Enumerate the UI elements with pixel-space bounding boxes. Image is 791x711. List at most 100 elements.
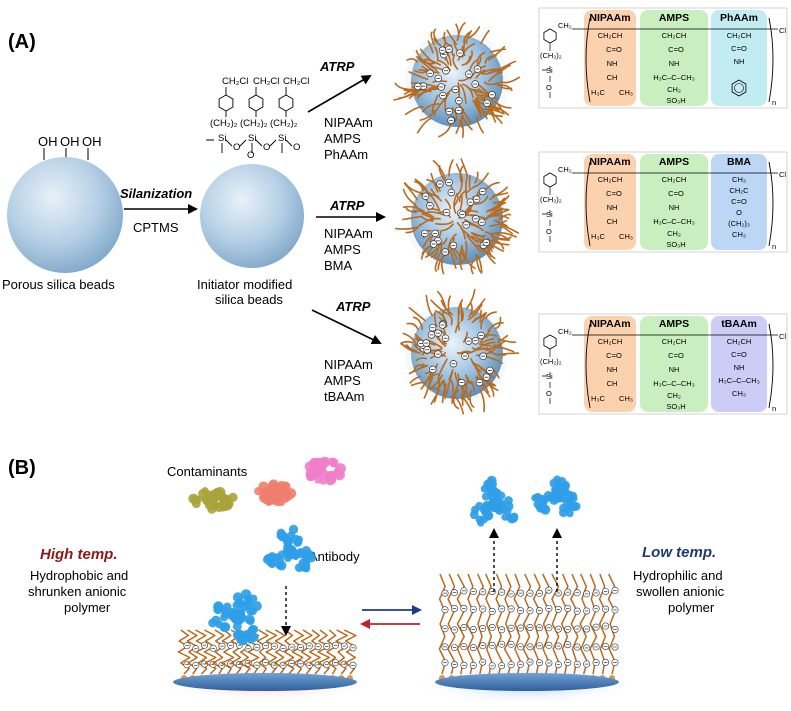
svg-text:CH₂: CH₂ [667,229,681,238]
svg-text:O: O [546,389,552,398]
svg-text:H₃C: H₃C [591,232,605,241]
svg-text:CH₂CH: CH₂CH [662,175,687,184]
svg-text:Si: Si [248,133,256,144]
svg-text:Cl: Cl [779,170,786,179]
svg-text:O: O [546,227,552,236]
svg-text:OH: OH [60,134,80,149]
svg-text:CH₃: CH₃ [732,389,746,398]
svg-text:AMPS: AMPS [324,131,361,146]
svg-text:CH: CH [607,217,618,226]
svg-text:(CH₂)₂: (CH₂)₂ [540,357,562,366]
high-temp-text: High temp. Hydrophobic and shrunken anio… [28,546,128,615]
svg-text:BMA: BMA [324,258,353,273]
svg-text:polymer: polymer [64,600,111,615]
svg-text:shrunken anionic: shrunken anionic [28,584,127,599]
svg-text:NH: NH [669,59,680,68]
svg-text:CH₃: CH₃ [732,175,746,184]
svg-text:CH: CH [607,73,618,82]
svg-text:n: n [772,98,776,107]
svg-text:n: n [772,242,776,251]
svg-text:NH: NH [607,365,618,374]
svg-text:C=O: C=O [606,45,622,54]
grafted-bead-2 [395,158,519,275]
svg-text:PhAAm: PhAAm [720,12,758,24]
svg-text:C=O: C=O [606,351,622,360]
svg-text:CH₂: CH₂ [558,327,572,336]
svg-text:NIPAAm: NIPAAm [324,226,373,241]
antibody-bound [208,589,262,646]
svg-text:(CH₂)₂: (CH₂)₂ [540,195,562,204]
svg-text:CH₃: CH₃ [619,88,633,97]
svg-text:H₃C–C–CH₃: H₃C–C–CH₃ [653,73,695,82]
svg-text:Hydrophobic and: Hydrophobic and [30,568,128,583]
svg-text:(CH₂)₂: (CH₂)₂ [240,118,268,129]
svg-text:CH₂CH: CH₂CH [598,175,623,184]
svg-text:H₃C–C–CH₃: H₃C–C–CH₃ [653,379,695,388]
svg-text:H₃C–C–CH₃: H₃C–C–CH₃ [653,217,695,226]
svg-text:ATRP: ATRP [329,198,365,213]
svg-text:NIPAAm: NIPAAm [589,156,630,168]
svg-text:BMA: BMA [727,156,751,168]
svg-text:NIPAAm: NIPAAm [589,12,630,24]
svg-text:NH: NH [669,203,680,212]
svg-text:CH₂CH: CH₂CH [727,337,752,346]
svg-text:Si: Si [278,133,286,144]
route-2-text: ATRP NIPAAm AMPS BMA [324,198,373,273]
svg-text:ATRP: ATRP [319,59,355,74]
bead2-label-line1: Initiator modified [197,277,292,292]
svg-text:PhAAm: PhAAm [324,147,368,162]
svg-text:CH₂: CH₂ [558,21,572,30]
svg-text:(CH₂)₂: (CH₂)₂ [540,51,562,60]
svg-text:C=O: C=O [668,351,684,360]
svg-text:H₃C: H₃C [591,88,605,97]
atrp-arrow-3 [311,309,382,345]
svg-text:C=O: C=O [668,45,684,54]
svg-text:Hydrophilic and: Hydrophilic and [633,568,723,583]
svg-text:CH₂: CH₂ [667,391,681,400]
svg-text:NIPAAm: NIPAAm [324,357,373,372]
svg-text:OH: OH [82,134,102,149]
svg-text:Si: Si [546,210,553,219]
route-3-text: ATRP NIPAAm AMPS tBAAm [324,299,373,404]
svg-text:Low temp.: Low temp. [642,544,716,561]
svg-text:O: O [546,83,552,92]
antibody-label: Antibody [309,549,360,564]
low-temp-text: Low temp. Hydrophilic and swollen anioni… [633,544,725,615]
svg-text:O: O [293,142,300,153]
svg-text:O: O [233,142,240,153]
svg-text:CH₃: CH₃ [619,232,633,241]
swollen-polymer-brush [438,573,619,681]
svg-text:polymer: polymer [668,600,715,615]
svg-text:AMPS: AMPS [324,242,361,257]
svg-text:Cl: Cl [779,26,786,35]
svg-text:CH₂Cl: CH₂Cl [283,76,309,87]
silanization-label: Silanization [120,186,192,201]
contaminant-protein-pink [304,456,346,486]
svg-text:C=O: C=O [731,350,747,359]
initiator-structure: CH₂Cl CH₂Cl CH₂Cl (CH₂)₂ (CH₂)₂ (CH₂)₂ S… [206,76,309,161]
svg-text:CH₂CH: CH₂CH [598,31,623,40]
svg-text:CH₂C: CH₂C [729,186,749,195]
svg-text:CH₂CH: CH₂CH [662,337,687,346]
svg-text:(CH₂)₂: (CH₂)₂ [210,118,238,129]
svg-text:swollen anionic: swollen anionic [636,584,725,599]
svg-text:OH: OH [38,134,58,149]
svg-text:NH: NH [607,59,618,68]
svg-text:(CH₂)₂: (CH₂)₂ [270,118,298,129]
svg-text:ATRP: ATRP [335,299,371,314]
svg-text:NH: NH [734,57,745,66]
svg-text:tBAAm: tBAAm [324,389,364,404]
svg-text:SO₃H: SO₃H [666,96,685,105]
svg-text:SO₃H: SO₃H [666,402,685,411]
panel-a-label: (A) [8,31,36,53]
svg-text:H₃C–C–CH₃: H₃C–C–CH₃ [718,376,760,385]
svg-text:C=O: C=O [606,189,622,198]
bead1-label: Porous silica beads [2,277,115,292]
svg-text:Si: Si [218,133,226,144]
hydroxyl-group: OH OH OH [38,134,102,160]
contaminant-protein-olive [188,486,238,514]
svg-text:SO₃H: SO₃H [666,240,685,249]
